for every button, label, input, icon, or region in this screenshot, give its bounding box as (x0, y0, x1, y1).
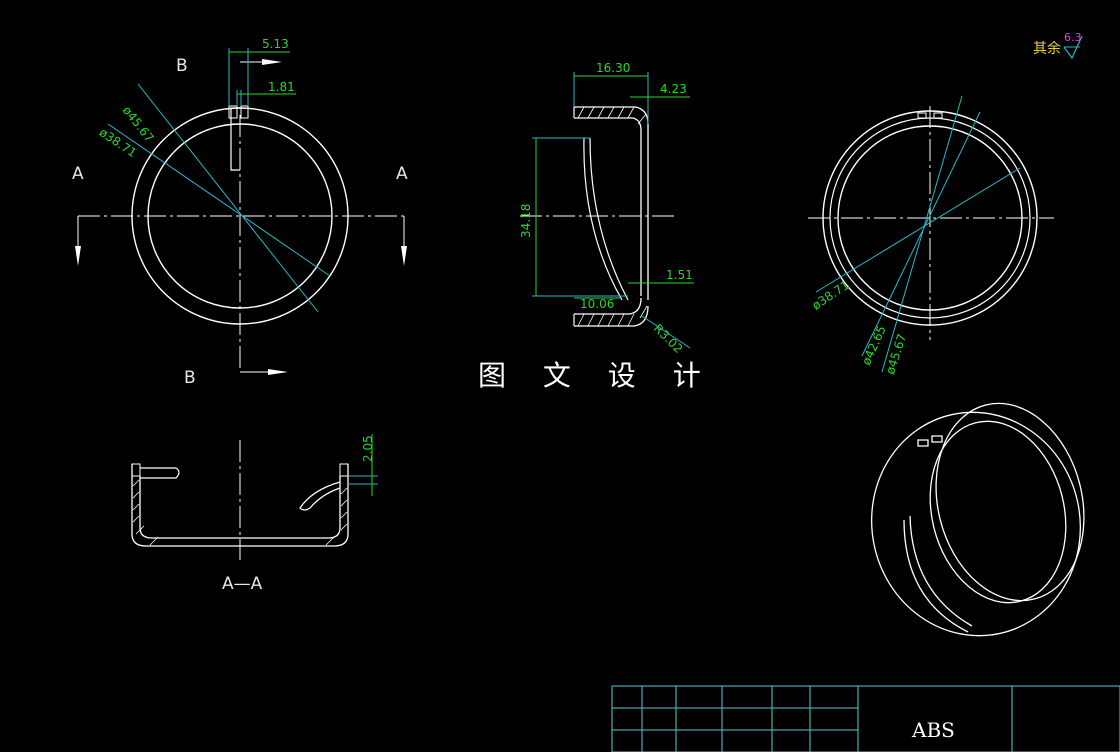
drawing-title: 图 文 设 计 (478, 359, 715, 392)
roughness-label: 其余 (1033, 41, 1061, 57)
side-view-hatch-bottom (577, 305, 648, 327)
side-view-spring-inner (589, 137, 629, 301)
isometric-view (870, 402, 1085, 637)
right-view-notch-2 (933, 112, 943, 119)
right-phi42-leader (861, 111, 981, 357)
side-view-top-wall-inner (574, 117, 642, 296)
section-a-label-left: A (72, 164, 84, 184)
material-label: ABS (912, 718, 955, 742)
iso-inner-front (929, 420, 1067, 604)
section-aa-left-hook (140, 467, 180, 479)
title-block-frame (611, 685, 1120, 752)
section-a-arrowhead-left (75, 246, 81, 266)
section-aa-right-spring (299, 481, 341, 511)
side-view-spring-outer (583, 137, 623, 301)
dim-5-13: 5.13 (262, 37, 289, 51)
dim-1-51: 1.51 (666, 268, 693, 282)
section-aa-right-lip (339, 463, 349, 477)
section-aa-hatch (132, 479, 348, 546)
right-phi38-leader (815, 167, 1021, 293)
section-aa-label: A—A (222, 574, 263, 594)
title-block (611, 685, 1120, 752)
dim-4-23: 4.23 (660, 82, 687, 96)
side-view-bottom-wall (574, 305, 649, 327)
iso-outer-front (870, 411, 1082, 637)
right-phi45-leader (881, 95, 963, 373)
section-a-label-right: A (396, 164, 408, 184)
dim-2-05: 2.05 (361, 435, 375, 462)
section-aa-left-lip (131, 463, 141, 477)
dim-16-30: 16.30 (596, 61, 631, 75)
section-a-arrowhead-right (401, 246, 407, 266)
section-b-arrowhead-bottom (268, 369, 288, 375)
phi45-leader (137, 83, 319, 313)
section-aa-inner-profile (139, 476, 341, 539)
roughness-value: 6.3 (1064, 31, 1082, 44)
iso-outer-back (935, 402, 1085, 602)
dim-34-18: 34.18 (519, 203, 533, 238)
front-view-slot (230, 107, 240, 171)
section-b-arrowhead-top (262, 59, 282, 65)
front-view (75, 48, 407, 375)
side-view (520, 72, 694, 349)
front-view-notch (228, 105, 238, 119)
right-view (808, 95, 1054, 373)
side-view-top-wall (574, 106, 649, 300)
iso-notch (917, 435, 943, 447)
front-view-notch-2 (240, 105, 249, 119)
iso-slot-2 (909, 515, 973, 627)
iso-slot (903, 519, 969, 633)
r3-leader (641, 315, 691, 349)
dim-10-06: 10.06 (580, 297, 615, 311)
side-view-bottom-wall-inner (574, 297, 642, 315)
section-b-label-bottom: B (184, 368, 196, 388)
right-view-notch (917, 112, 927, 119)
phi38-leader (107, 123, 331, 277)
section-aa-view (131, 434, 378, 560)
dim-1-81: 1.81 (268, 80, 295, 94)
roughness-check-icon (1063, 35, 1083, 60)
section-aa-outer-profile (131, 464, 349, 547)
section-b-label-top: B (176, 56, 188, 76)
roughness-symbol (1063, 35, 1083, 60)
side-view-hatch-top (577, 106, 647, 125)
